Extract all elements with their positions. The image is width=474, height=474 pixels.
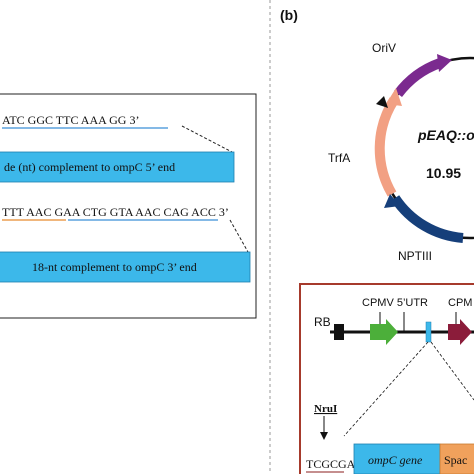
zoom-line-left [343,341,429,437]
nrui-label: NruI [314,403,337,415]
primer-bar-top [0,151,235,183]
rb-border-block [334,324,344,340]
nptiii-segment [390,195,464,243]
backbone-arrowhead [376,96,388,108]
spacer-block [439,443,474,474]
cassette-frame [299,283,474,474]
panel-b-label: (b) [280,7,298,23]
sequence-bottom: TTT AAC GAA CTG GTA AAC CAG ACC 3’ [2,205,229,219]
ompc-gene-label: ompC gene [368,453,423,467]
primer-bar-bottom [0,251,251,283]
plasmid-size: 10.95 [426,165,461,181]
plasmid-backbone [378,56,474,240]
sequence-top: ATC GGC TTC AAA GG 3’ [2,113,139,127]
nrui-arrowhead [320,432,328,440]
primer-bar-top-label: de (nt) complement to ompC 5’ end [4,160,175,174]
cpm-label: CPM [448,297,472,309]
utr-label: CPMV 5’UTR [362,297,428,309]
connector-top [181,125,233,153]
primer-bar-bottom-label: 18-nt complement to ompC 3’ end [32,260,197,274]
insertion-site-marker [425,321,432,343]
nptiii-arrowhead [384,194,400,208]
cpm-arrow [448,319,472,345]
trfa-arrowhead [386,88,402,106]
rb-label: RB [314,315,331,329]
nptiii-label: NPTIII [398,249,432,263]
plasmid-map: OriV TrfA NPTIII pEAQ::om 10.95 [328,41,474,263]
panel-a-frame [0,93,257,319]
zoom-line-right [430,341,474,401]
oriv-label: OriV [372,41,396,55]
site-sequence: TCGCGA [306,457,356,471]
trfa-label: TrfA [328,151,350,165]
utr-arrow [370,319,398,345]
oriv-arrowhead [437,54,452,72]
trfa-segment [374,97,399,197]
panel-a: ATC GGC TTC AAA GG 3’ de (nt) complement… [0,93,257,319]
oriv-segment [393,58,442,98]
connector-bottom [229,219,249,253]
expression-cassette: RB CPMV 5’UTR CPM NruI TCGCGA ompC gene … [299,283,474,474]
plasmid-name: pEAQ::om [417,127,474,143]
spacer-label: Spac [444,453,467,467]
